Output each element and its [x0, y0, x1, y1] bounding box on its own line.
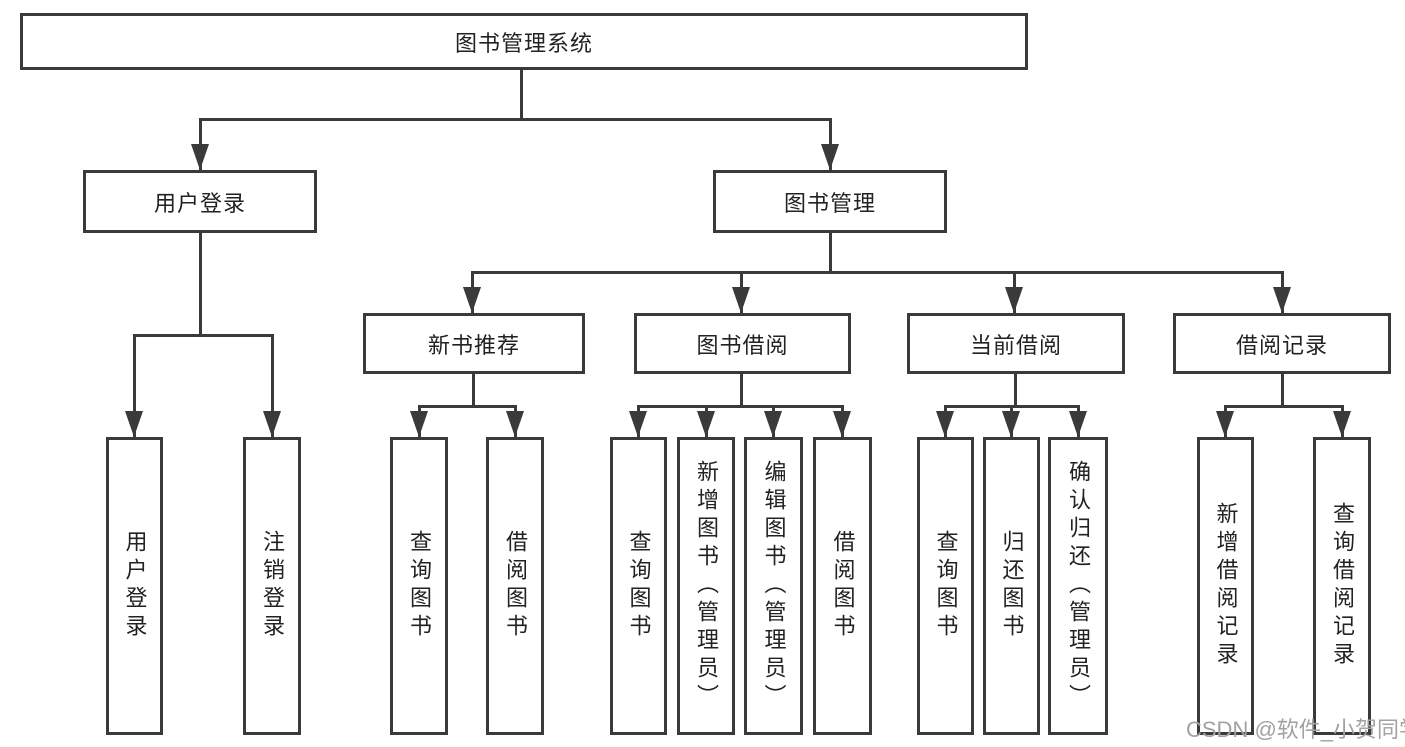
arrow-down-icon — [764, 411, 782, 437]
connector-line — [199, 118, 831, 121]
arrow-down-icon — [732, 287, 750, 313]
node-query-borrow-record: 查询借阅记录 — [1313, 437, 1371, 735]
node-book-borrowing: 图书借阅 — [634, 313, 851, 374]
arrow-down-icon — [821, 144, 839, 170]
node-edit-books-admin: 编辑图书（管理员） — [744, 437, 803, 735]
node-borrow-books-recommend: 借阅图书 — [486, 437, 544, 735]
node-user-login-action: 用户登录 — [106, 437, 163, 735]
connector-line — [271, 334, 274, 437]
arrow-down-icon — [1069, 411, 1087, 437]
connector-line — [418, 405, 517, 408]
arrow-down-icon — [463, 287, 481, 313]
node-library-management-system: 图书管理系统 — [20, 13, 1028, 70]
arrow-down-icon — [697, 411, 715, 437]
node-query-books-recommend: 查询图书 — [390, 437, 448, 735]
connector-line — [199, 233, 202, 336]
connector-line — [1281, 374, 1284, 408]
arrow-down-icon — [1333, 411, 1351, 437]
connector-line — [133, 334, 136, 437]
node-borrow-books-borrowing: 借阅图书 — [813, 437, 872, 735]
connector-line — [740, 374, 743, 408]
arrow-down-icon — [1002, 411, 1020, 437]
node-query-books-borrowing: 查询图书 — [610, 437, 667, 735]
node-current-borrowing: 当前借阅 — [907, 313, 1125, 374]
connector-line — [471, 271, 1284, 274]
arrow-down-icon — [1216, 411, 1234, 437]
node-user-login: 用户登录 — [83, 170, 317, 233]
connector-line — [1224, 405, 1344, 408]
node-add-borrow-record: 新增借阅记录 — [1197, 437, 1254, 735]
arrow-down-icon — [1273, 287, 1291, 313]
node-return-books: 归还图书 — [983, 437, 1040, 735]
arrow-down-icon — [833, 411, 851, 437]
arrow-down-icon — [410, 411, 428, 437]
connector-line — [829, 233, 832, 274]
node-new-book-recommendation: 新书推荐 — [363, 313, 585, 374]
connector-line — [520, 70, 523, 119]
node-logout-action: 注销登录 — [243, 437, 301, 735]
arrow-down-icon — [629, 411, 647, 437]
connector-line — [472, 374, 475, 408]
connector-line — [133, 334, 274, 337]
connector-line — [1014, 374, 1017, 408]
node-book-management: 图书管理 — [713, 170, 947, 233]
arrow-down-icon — [936, 411, 954, 437]
arrow-down-icon — [506, 411, 524, 437]
arrow-down-icon — [1005, 287, 1023, 313]
node-confirm-return-admin: 确认归还（管理员） — [1048, 437, 1108, 735]
arrow-down-icon — [263, 411, 281, 437]
node-borrowing-records: 借阅记录 — [1173, 313, 1391, 374]
node-query-books-current: 查询图书 — [917, 437, 974, 735]
arrow-down-icon — [191, 144, 209, 170]
arrow-down-icon — [125, 411, 143, 437]
watermark: CSDN @软件_小贺同学 — [1186, 717, 1405, 742]
node-add-books-admin: 新增图书（管理员） — [677, 437, 735, 735]
connector-line — [637, 405, 844, 408]
